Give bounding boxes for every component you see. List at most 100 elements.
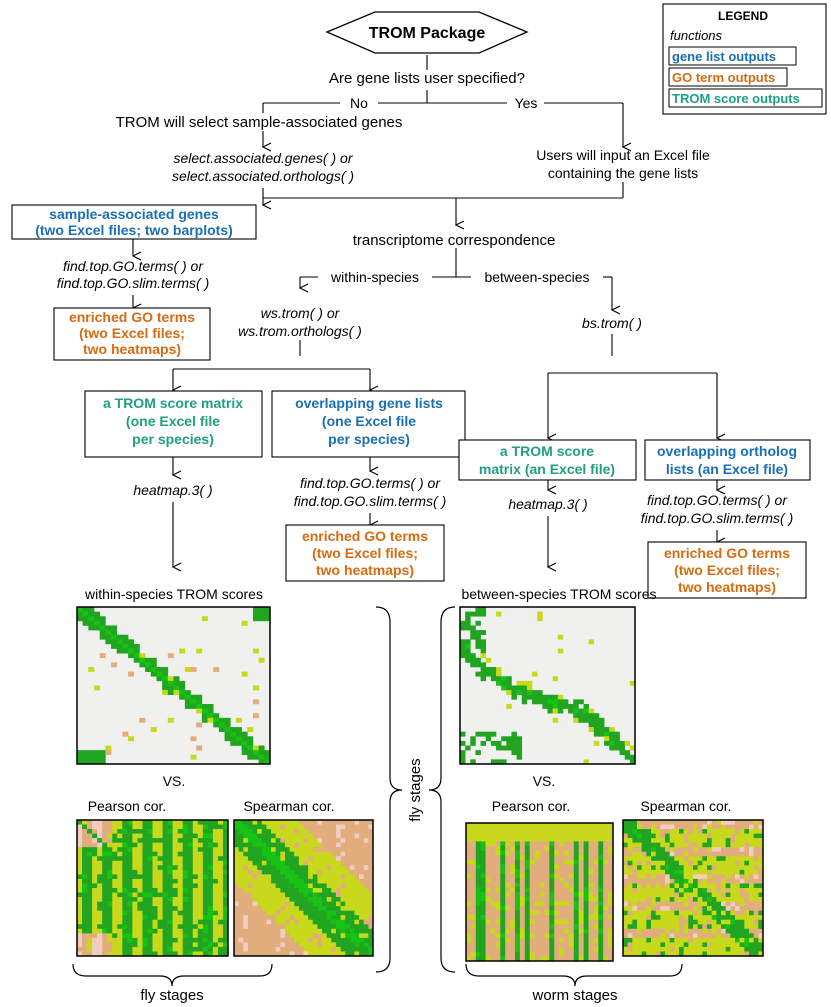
heatmap-cell [326, 906, 332, 911]
heatmap-cell [354, 883, 360, 889]
heatmap-cell [559, 869, 565, 874]
heatmap-cell [721, 874, 726, 880]
heatmap-cell [739, 869, 745, 875]
heatmap-cell [340, 906, 346, 911]
heatmap-cell [470, 846, 477, 851]
heatmap-cell [147, 851, 153, 857]
heatmap-cell [192, 883, 199, 889]
heatmap-cell [207, 874, 214, 880]
heatmap-cell [485, 855, 491, 861]
heatmap-cell [651, 829, 656, 834]
heatmap-cell [289, 829, 295, 834]
heatmap-cell [127, 915, 133, 921]
heatmap-cell [137, 856, 143, 862]
heatmap-cell [284, 883, 290, 889]
heatmap-cell [345, 946, 351, 952]
heatmap-cell [475, 951, 481, 957]
heatmap-cell [157, 928, 163, 934]
heatmap-cell [608, 841, 614, 847]
heatmap-cell [162, 851, 168, 857]
heatmap-cell [99, 754, 106, 760]
heatmap-cell [147, 924, 153, 930]
heatmap-cell [716, 933, 722, 939]
heatmap-cell [529, 928, 535, 934]
heatmap-cell [317, 865, 323, 871]
heatmap-cell [646, 856, 652, 862]
heatmap-cell [665, 897, 670, 902]
heatmap-cell [739, 833, 745, 839]
heatmap-cell [363, 946, 369, 952]
heatmap-cell [651, 915, 656, 921]
heatmap-cell [340, 915, 346, 921]
heatmap-cell [354, 915, 360, 921]
heatmap-cell [234, 897, 239, 902]
heatmap-cell [354, 874, 360, 880]
heatmap-cell [207, 897, 214, 902]
heatmap-cell [331, 892, 337, 898]
heatmap-cell [294, 888, 300, 893]
heatmap-cell [275, 851, 281, 857]
heatmap-cell [568, 823, 575, 828]
heatmap-cell [466, 933, 472, 939]
heatmap-cell [480, 832, 486, 838]
heatmap-cell [627, 865, 633, 871]
heatmap-cell [247, 727, 254, 732]
heatmap-cell [470, 827, 477, 833]
heatmap-cell [326, 878, 332, 884]
heatmap-cell [521, 694, 528, 700]
heatmap-cell [669, 820, 675, 825]
heatmap-cell [177, 824, 183, 830]
heatmap-cell [187, 942, 194, 948]
heatmap-cell [298, 919, 304, 925]
heatmap-cell [758, 842, 764, 848]
heatmap-cell [646, 869, 652, 875]
heatmap-cell [349, 824, 355, 830]
heatmap-cell [162, 685, 169, 691]
heatmap-cell [224, 727, 231, 732]
heatmap-cell [99, 625, 106, 631]
heatmap-cell [102, 933, 108, 939]
heatmap-cell [258, 759, 265, 765]
enriched-go-box-right: enriched GO terms (two Excel files; two … [647, 541, 807, 599]
heatmap-cell [192, 878, 199, 884]
heatmap-cell [660, 820, 666, 825]
heatmap-cell [730, 924, 736, 930]
legend-go-term: GO term outputs [672, 70, 775, 85]
heatmap-cell [524, 850, 530, 856]
heatmap-cell [368, 856, 374, 862]
heatmap-cell [217, 951, 224, 957]
heatmap-cell [674, 924, 680, 930]
heatmap-cell [721, 838, 726, 843]
heatmap-cell [679, 838, 684, 843]
heatmap-cell [753, 924, 759, 930]
heatmap-cell [82, 750, 89, 756]
heatmap-cell [92, 915, 98, 921]
heatmap-cell [294, 937, 300, 943]
heatmap-cell [82, 865, 88, 871]
heatmap-cell [363, 824, 369, 830]
heatmap-cell [280, 851, 286, 857]
heatmap-cell [359, 924, 365, 930]
heatmap-cell [122, 906, 128, 911]
heatmap-cell [500, 905, 506, 911]
heatmap-cell [117, 946, 123, 952]
heatmap-cell [122, 924, 128, 930]
heatmap-cell [475, 639, 481, 645]
heatmap-cell [707, 933, 712, 939]
heatmap-cell [147, 910, 153, 916]
heatmap-cell [702, 883, 708, 889]
heatmap-cell [82, 838, 88, 843]
heatmap-cell [505, 915, 511, 920]
heatmap-cell [465, 745, 471, 751]
heatmap-cell [623, 942, 628, 948]
heatmap-cell [495, 942, 501, 948]
heatmap-cell [201, 708, 208, 714]
heatmap-cell [593, 731, 600, 737]
heatmap-cell [758, 856, 764, 862]
heatmap-cell [725, 865, 731, 871]
heatmap-cell [578, 836, 584, 842]
heatmap-cell [568, 859, 575, 865]
heatmap-cell [167, 942, 173, 948]
heatmap-cell [559, 887, 565, 893]
heatmap-cell [637, 869, 642, 875]
